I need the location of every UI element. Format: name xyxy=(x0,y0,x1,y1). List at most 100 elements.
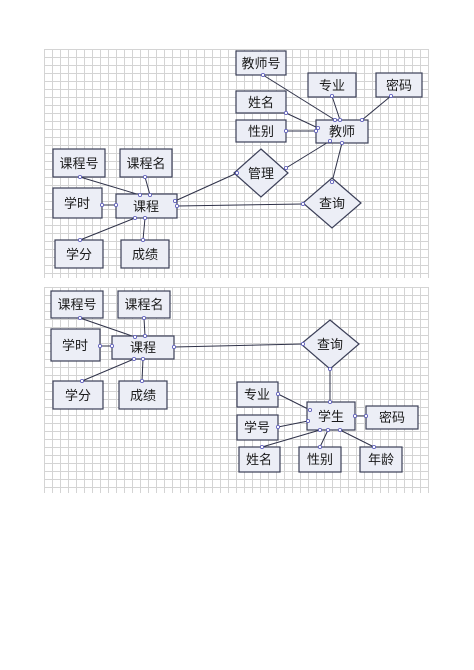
entity-course-no-2: 课程号 xyxy=(50,290,104,319)
connector-handle xyxy=(307,407,312,412)
connector-handle xyxy=(371,444,376,449)
connector-handle xyxy=(98,343,103,348)
line-teacherno-teacher xyxy=(262,74,336,121)
svg-text:姓名: 姓名 xyxy=(246,452,272,468)
entity-course-1: 课程 xyxy=(115,193,178,219)
svg-text:性别: 性别 xyxy=(307,453,333,468)
connector-handle xyxy=(283,165,288,170)
connector-handle xyxy=(317,444,322,449)
svg-text:专业: 专业 xyxy=(319,79,345,94)
connector-handle xyxy=(325,427,330,432)
line-password-teacher xyxy=(361,95,392,121)
line2-grade-course xyxy=(141,358,144,382)
entity-student-password: 密码 xyxy=(365,405,419,430)
relation-query-1: 查询 xyxy=(302,177,362,229)
relation-manage: 管理 xyxy=(233,148,289,198)
diagram-2-connectors xyxy=(79,317,375,448)
connector-handle xyxy=(78,315,83,320)
connector-handle xyxy=(283,128,288,133)
entity-course-no-1: 课程号 xyxy=(52,148,106,178)
connector-handle xyxy=(139,378,144,383)
connector-handle xyxy=(300,201,305,206)
connector-handle xyxy=(275,391,280,396)
entity-credit-1: 学分 xyxy=(54,239,104,269)
entity-teacher: 教师 xyxy=(315,119,369,144)
connector-handle xyxy=(147,192,152,197)
svg-text:密码: 密码 xyxy=(386,78,412,94)
entity-hours-2: 学时 xyxy=(50,328,101,362)
entity-teacher-major: 专业 xyxy=(307,72,357,98)
entity-student-major: 专业 xyxy=(236,381,279,408)
line2-courseno-course xyxy=(79,317,136,338)
connector-handle xyxy=(80,378,85,383)
line2-student-age xyxy=(339,429,375,448)
connector-handle xyxy=(329,179,334,184)
svg-text:学生: 学生 xyxy=(318,409,344,425)
line-credit-course xyxy=(79,217,136,241)
er-diagram-teacher-panel xyxy=(44,49,429,278)
diagram-1-nodes: 教师号 姓名 性别 教师 专业 密码 管理 查询 xyxy=(52,50,423,269)
connector-handle xyxy=(260,73,265,78)
connector-handle xyxy=(142,215,147,220)
line-course-query xyxy=(176,203,304,207)
connector-handle xyxy=(132,334,137,339)
connector-handle xyxy=(283,111,288,116)
connector-handle xyxy=(275,424,280,429)
entity-grade-1: 成绩 xyxy=(120,239,170,269)
connector-handles xyxy=(78,73,393,449)
entity-student-no: 学号 xyxy=(236,414,279,441)
connector-handle xyxy=(78,237,83,242)
line-teacher-manage xyxy=(285,140,331,169)
svg-text:姓名: 姓名 xyxy=(248,95,274,111)
svg-text:课程: 课程 xyxy=(130,341,156,356)
svg-text:学时: 学时 xyxy=(62,338,88,354)
entity-hours-1: 学时 xyxy=(52,187,103,219)
connector-handle xyxy=(78,174,83,179)
connector-handle xyxy=(327,138,332,143)
svg-text:课程号: 课程号 xyxy=(59,157,98,172)
line-courseno-course xyxy=(79,176,141,196)
entity-course-name-1: 课程名 xyxy=(119,148,173,178)
connector-handle xyxy=(172,198,177,203)
svg-text:专业: 专业 xyxy=(244,388,270,403)
svg-text:学分: 学分 xyxy=(66,247,92,263)
connector-handle xyxy=(137,192,142,197)
line2-course-query xyxy=(173,343,304,348)
connector-handle xyxy=(259,444,264,449)
entity-student-gender: 性别 xyxy=(298,446,342,473)
entity-teacher-name: 姓名 xyxy=(235,90,287,114)
connector-handle xyxy=(110,343,115,348)
connector-handle xyxy=(332,118,337,123)
line2-coursename-course xyxy=(143,317,146,337)
line-name-teacher xyxy=(285,112,319,129)
line-major-teacher xyxy=(331,95,341,121)
connector-handle xyxy=(388,94,393,99)
connector-handle xyxy=(300,341,305,346)
connector-handle xyxy=(313,128,318,133)
entity-teacher-gender: 性别 xyxy=(235,119,287,143)
line2-studentno-student xyxy=(277,420,309,428)
line2-major-student xyxy=(277,393,311,411)
connector-handle xyxy=(132,215,137,220)
entity-teacher-password: 密码 xyxy=(375,72,423,98)
connector-handle xyxy=(337,118,342,123)
connector-handle xyxy=(140,237,145,242)
diagram-1-connectors xyxy=(79,74,392,241)
connector-handle xyxy=(171,344,176,349)
svg-text:课程: 课程 xyxy=(133,200,159,215)
connector-handle xyxy=(359,118,364,123)
line-coursename-course xyxy=(144,176,151,196)
svg-text:学时: 学时 xyxy=(64,196,90,212)
svg-text:教师: 教师 xyxy=(329,124,355,140)
line2-student-gender xyxy=(319,429,329,448)
svg-text:查询: 查询 xyxy=(319,197,345,212)
connector-handle xyxy=(114,202,119,207)
svg-text:查询: 查询 xyxy=(317,338,343,353)
connector-handle xyxy=(142,333,147,338)
connector-handle xyxy=(317,427,322,432)
svg-text:课程名: 课程名 xyxy=(126,156,165,172)
svg-text:性别: 性别 xyxy=(248,125,274,140)
svg-text:学号: 学号 xyxy=(244,420,270,436)
connector-handle xyxy=(327,366,332,371)
